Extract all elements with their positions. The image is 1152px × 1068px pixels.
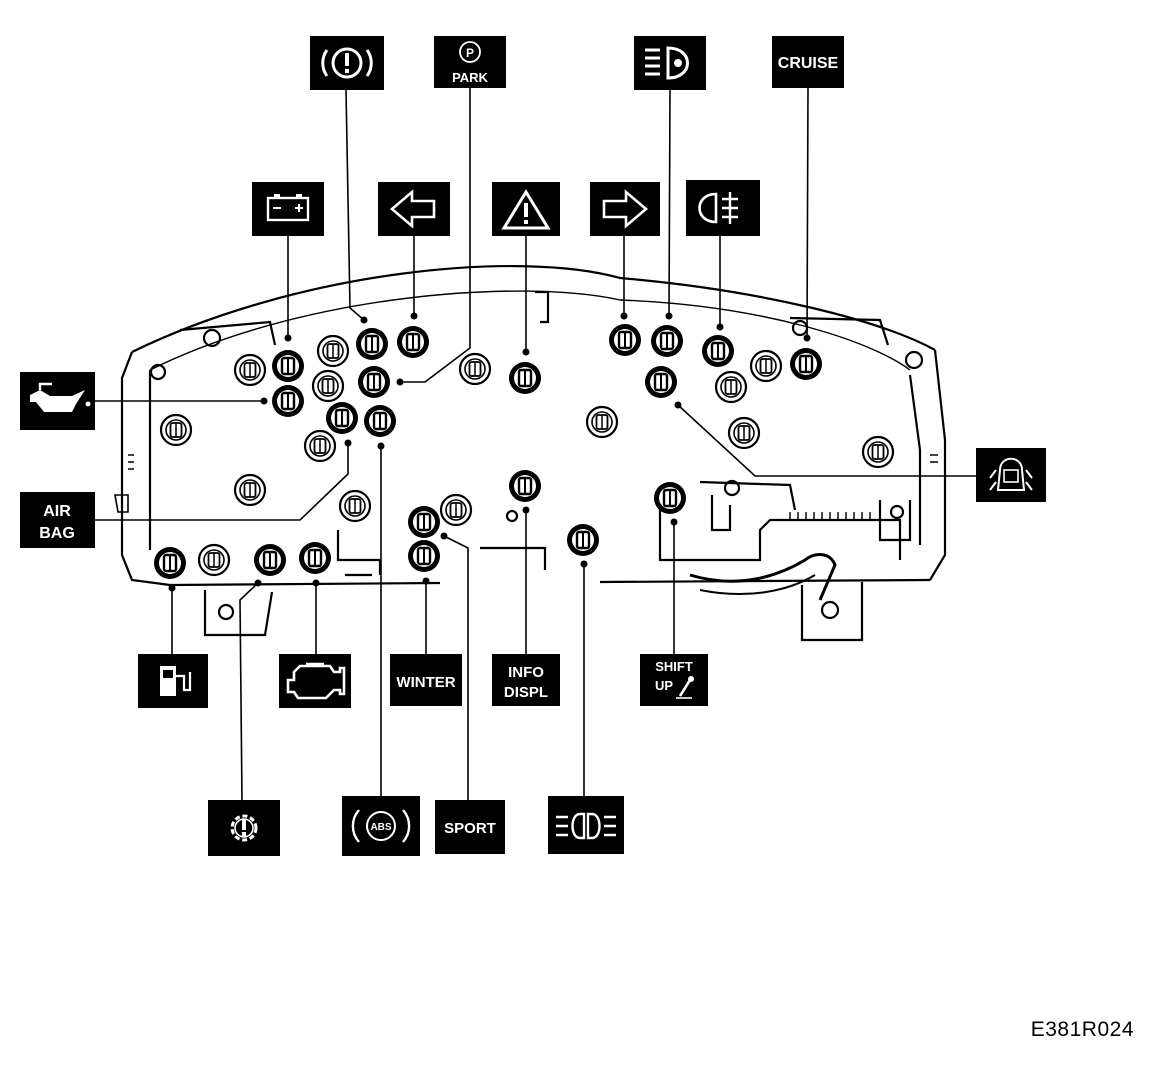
socket-turn-right — [607, 322, 643, 358]
socket-oil — [270, 383, 306, 419]
socket-battery — [270, 348, 306, 384]
shift-label-line2: UP — [655, 678, 673, 693]
socket-airbag — [324, 400, 360, 436]
low-fuel-icon — [138, 654, 208, 708]
parking-brake-icon: P PARK — [434, 36, 506, 88]
hazard-warning-icon — [492, 182, 560, 236]
park-label: PARK — [452, 70, 488, 85]
socket-gearbox — [252, 542, 288, 578]
abs-warning-icon: ABS — [342, 796, 420, 856]
airbag-indicator: AIR BAG — [20, 492, 95, 548]
sport-mode-indicator: SPORT — [435, 800, 505, 854]
info-label-line1: INFO — [508, 664, 544, 681]
socket-rear-fog — [700, 333, 736, 369]
left-turn-arrow-icon — [378, 182, 450, 236]
socket-sport — [406, 504, 442, 540]
leader-lines — [95, 87, 976, 801]
socket-engine — [297, 540, 333, 576]
leader-dots — [168, 312, 811, 592]
check-engine-icon — [279, 654, 351, 708]
illum-socket — [749, 349, 783, 383]
socket-park — [356, 364, 392, 400]
gearbox-warning-icon — [208, 800, 280, 856]
socket-turn-left — [395, 324, 431, 360]
svg-text:P: P — [466, 46, 474, 60]
cluster-housing — [114, 265, 947, 642]
socket-shift-up — [652, 480, 688, 516]
illum-socket — [197, 543, 231, 577]
illum-socket — [233, 353, 267, 387]
illum-socket — [585, 405, 619, 439]
socket-abs — [362, 403, 398, 439]
socket-info — [507, 468, 543, 504]
socket-door — [643, 364, 679, 400]
door-open-icon — [976, 448, 1046, 502]
rear-fog-light-icon — [686, 180, 760, 236]
info-label-line2: DISPL — [504, 684, 548, 701]
socket-winter — [406, 538, 442, 574]
illum-socket — [311, 369, 345, 403]
socket-high-beam — [649, 323, 685, 359]
illum-socket — [316, 334, 350, 368]
socket-hazard — [507, 360, 543, 396]
cruise-control-indicator: CRUISE — [772, 36, 844, 88]
airbag-label-line1: AIR — [43, 503, 71, 520]
battery-charge-icon — [252, 182, 324, 236]
info-display-indicator: INFO DISPL — [492, 654, 560, 706]
illum-socket — [458, 352, 492, 386]
illum-socket — [439, 493, 473, 527]
socket-fuel — [152, 545, 188, 581]
shift-label-line1: SHIFT — [655, 659, 693, 674]
socket-brake — [354, 326, 390, 362]
front-fog-light-icon — [548, 796, 624, 854]
illum-socket — [714, 370, 748, 404]
illum-socket — [861, 435, 895, 469]
cruise-label: CRUISE — [778, 55, 839, 72]
socket-front-fog — [565, 522, 601, 558]
sport-label: SPORT — [444, 820, 496, 837]
abs-label: ABS — [370, 822, 391, 833]
socket-cruise — [788, 346, 824, 382]
winter-mode-indicator: WINTER — [390, 654, 462, 706]
figure-reference: E381R024 — [1030, 1018, 1134, 1041]
right-turn-arrow-icon — [590, 182, 660, 236]
oil-pressure-icon — [20, 372, 95, 430]
airbag-label-line2: BAG — [39, 525, 75, 542]
illum-socket — [159, 413, 193, 447]
shift-up-indicator: SHIFT UP — [640, 654, 708, 706]
illum-socket — [727, 416, 761, 450]
illum-socket — [233, 473, 267, 507]
high-beam-icon — [634, 36, 706, 90]
brake-warning-icon — [310, 36, 384, 90]
winter-label: WINTER — [396, 674, 455, 691]
illum-socket — [303, 429, 337, 463]
illum-socket — [338, 489, 372, 523]
bulb-sockets — [152, 322, 895, 581]
